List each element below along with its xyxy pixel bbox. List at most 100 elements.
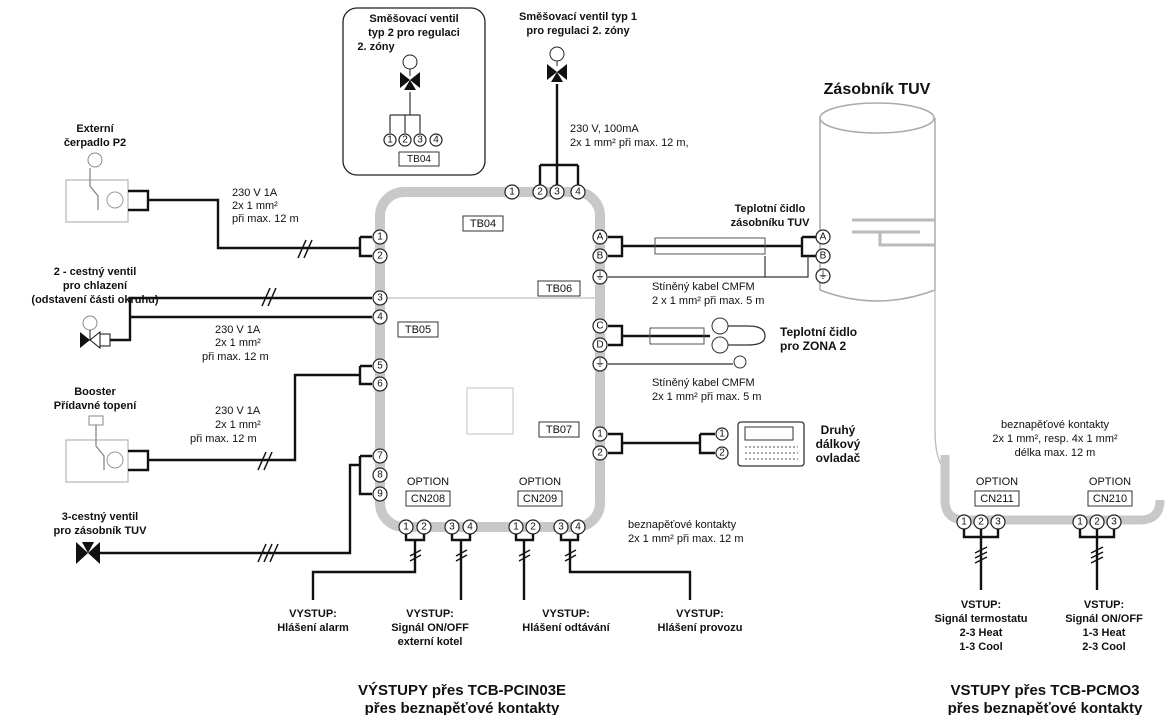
mix-valve-2-icon (400, 54, 420, 90)
cable-v2-label-1: 230 V 1A (215, 324, 261, 336)
remote-label-2: dálkový (816, 437, 861, 451)
mix-valve-1-label-2: pro regulaci 2. zóny (526, 25, 630, 37)
mix-valve-2-terminals: 1 2 3 4 (383, 133, 443, 147)
valve3-label-1: 3-cestný ventil (62, 511, 138, 523)
sensor-z2-label-2: pro ZONA 2 (780, 339, 847, 353)
svg-text:1: 1 (377, 232, 383, 243)
valve2-label-1: 2 - cestný ventil (54, 266, 137, 278)
board-tb05: TB05 (405, 324, 431, 336)
right-cn211: CN211 (980, 493, 1013, 505)
valve3-icon (76, 542, 100, 564)
input-2-label-1: VSTUP: (1084, 599, 1124, 611)
svg-text:1: 1 (403, 522, 409, 533)
svg-text:3: 3 (449, 522, 455, 533)
tank-icon (819, 102, 936, 302)
shield2-label-1: Stíněný kabel CMFM (652, 377, 755, 389)
input-cable-marks (974, 546, 1104, 564)
svg-text:1: 1 (513, 522, 519, 533)
cable-top-label-2: 2x 1 mm² při max. 12 m, (570, 137, 689, 149)
svg-text:3: 3 (554, 187, 560, 198)
board-option-2: OPTION (519, 476, 561, 488)
sensor-tank-label-2: zásobníku TUV (731, 217, 811, 229)
cable-v2-label-3: při max. 12 m (202, 351, 269, 363)
svg-text:1: 1 (387, 135, 393, 146)
svg-text:3: 3 (377, 293, 383, 304)
output-2-label-1: VYSTUP: (406, 608, 454, 620)
input-1-label-3: 2-3 Heat (960, 627, 1003, 639)
svg-text:1: 1 (961, 517, 967, 528)
output-cable-marks (409, 549, 577, 562)
board-cn208: CN208 (411, 493, 445, 505)
output-1-label-1: VYSTUP: (289, 608, 337, 620)
footer-left-title: VÝSTUPY přes TCB-PCIN03E (358, 681, 566, 699)
output-3-label-1: VYSTUP: (542, 608, 590, 620)
valve2-label-3: (odstavení části okruhu) (31, 294, 158, 306)
mix-valve-1-icon (547, 46, 567, 82)
svg-text:2: 2 (978, 517, 984, 528)
booster-label-2: Přídavné topení (54, 400, 137, 412)
svg-text:5: 5 (377, 361, 383, 372)
svg-text:9: 9 (377, 489, 383, 500)
remote-label-3: ovladač (816, 451, 861, 465)
output-2-label-2: Signál ON/OFF (391, 622, 469, 634)
valve2-label-2: pro chlazení (63, 280, 128, 292)
remote-icon: 1 2 (715, 421, 805, 467)
svg-text:B: B (597, 251, 604, 262)
remote-label-1: Druhý (821, 423, 856, 437)
output-1-label-2: Hlášení alarm (277, 622, 349, 634)
sensor-z2-label-1: Teplotní čidlo (780, 325, 857, 339)
footer-left-subtitle: přes beznapěťové kontakty (365, 700, 560, 715)
input-1-label-1: VSTUP: (961, 599, 1001, 611)
shield1-label-1: Stíněný kabel CMFM (652, 281, 755, 293)
sensor-tank-label-1: Teplotní čidlo (735, 203, 806, 215)
right-cn210: CN210 (1093, 493, 1127, 505)
valve3-label-2: pro zásobník TUV (54, 525, 148, 537)
board-tb06: TB06 (546, 283, 572, 295)
svg-text:3: 3 (1111, 517, 1117, 528)
pump-label-2: čerpadlo P2 (64, 137, 126, 149)
input-1-label-4: 1-3 Cool (959, 641, 1002, 653)
svg-text:B: B (820, 251, 827, 262)
free-out-label-2: 2x 1 mm² při max. 12 m (628, 533, 744, 545)
mix-valve-2-label-1: Směšovací ventil (369, 13, 458, 25)
mix-valve-2-label-2: typ 2 pro regulaci (368, 27, 460, 39)
tank-title: Zásobník TUV (824, 81, 931, 98)
input-2-label-4: 2-3 Cool (1082, 641, 1125, 653)
board-top-terminals: 1 2 3 4 (504, 184, 586, 200)
cable-p2-label-2: 2x 1 mm² (232, 200, 278, 212)
board-option-1: OPTION (407, 476, 449, 488)
board-left-terminals: 1 2 3 4 5 6 7 8 9 (372, 229, 388, 502)
board-tb07: TB07 (546, 424, 572, 436)
cable-top-label-1: 230 V, 100mA (570, 123, 639, 135)
cable-bo-label-1: 230 V 1A (215, 405, 261, 417)
output-2-label-3: externí kotel (398, 636, 463, 648)
svg-text:4: 4 (575, 187, 581, 198)
svg-text:⏚: ⏚ (595, 358, 605, 370)
pump-icon (65, 152, 129, 223)
output-4-label-2: Hlášení provozu (658, 622, 743, 634)
svg-text:4: 4 (467, 522, 473, 533)
board-chip (466, 387, 514, 435)
svg-text:4: 4 (433, 135, 439, 146)
svg-text:2: 2 (597, 448, 603, 459)
free-in-label-2: 2x 1 mm², resp. 4x 1 mm² (992, 433, 1118, 445)
mix-valve-2-tb: TB04 (407, 154, 431, 165)
sensor-tank-terminals: A B ⏚ (815, 229, 831, 284)
input-2-label-2: Signál ON/OFF (1065, 613, 1143, 625)
svg-text:6: 6 (377, 379, 383, 390)
input-2-label-3: 1-3 Heat (1083, 627, 1126, 639)
svg-text:3: 3 (417, 135, 423, 146)
board-right-terminals: A B ⏚ C D ⏚ 1 2 (592, 229, 608, 461)
input-1-label-2: Signál termostatu (935, 613, 1028, 625)
output-4-label-1: VYSTUP: (676, 608, 724, 620)
svg-text:A: A (597, 232, 604, 243)
footer-right-subtitle: přes beznapěťové kontakty (948, 700, 1143, 715)
output-3-label-2: Hlášení odtávání (522, 622, 610, 634)
sensor-z2-icon (711, 317, 766, 369)
right-option-2: OPTION (1089, 476, 1131, 488)
booster-label-1: Booster (74, 386, 116, 398)
svg-text:2: 2 (719, 448, 725, 459)
svg-text:4: 4 (377, 312, 383, 323)
svg-text:⏚: ⏚ (595, 271, 605, 283)
